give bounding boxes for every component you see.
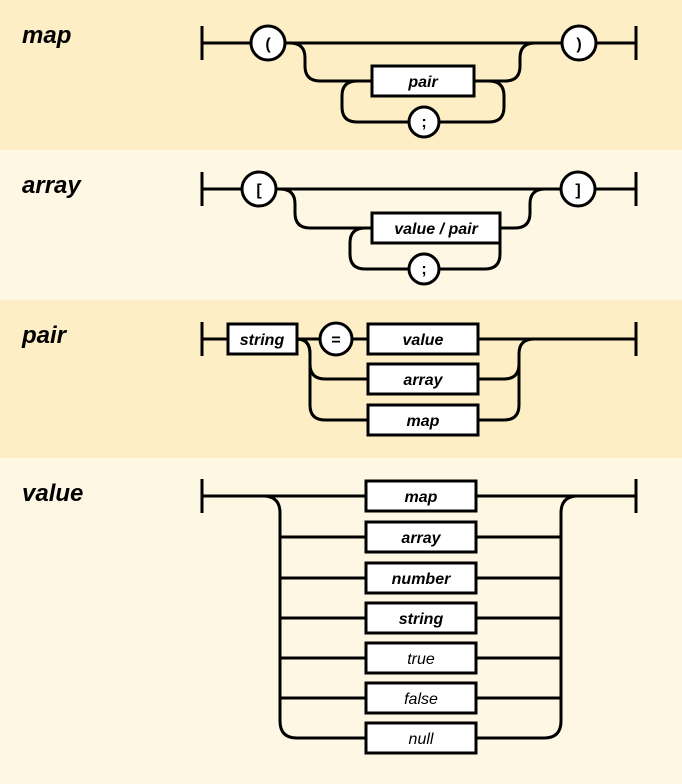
- rule-value-choice-label: array: [401, 530, 441, 547]
- rule-value-choice-false: false: [364, 681, 478, 715]
- rule-array-close-label: ]: [575, 182, 580, 199]
- rule-array-open-label: [: [256, 182, 262, 199]
- rule-value-choice-label: true: [407, 651, 435, 668]
- rule-pair-equals-terminal: =: [318, 321, 354, 357]
- rule-pair-key-label: string: [240, 332, 285, 349]
- rule-pair-panel: pair string =: [0, 300, 682, 458]
- rule-map-close-label: ): [576, 36, 581, 53]
- rule-title-array: array: [22, 172, 81, 199]
- rule-array-panel: array [ ] valu: [0, 150, 682, 300]
- rule-array-open-terminal: [: [240, 170, 278, 208]
- rule-pair-key-box: string: [226, 322, 299, 356]
- rule-pair-choice-array: array: [366, 362, 480, 396]
- rule-map-item-box: pair: [370, 64, 476, 98]
- rule-map-close-terminal: ): [560, 24, 598, 62]
- rule-map-panel: map ( ) pair: [0, 0, 682, 150]
- rule-title-pair: pair: [22, 322, 67, 349]
- rule-array-close-terminal: ]: [559, 170, 597, 208]
- rule-array-separator-label: ;: [421, 261, 426, 278]
- rule-map-diagram: ( ) pair ;: [200, 24, 638, 139]
- rule-title-value: value: [22, 480, 84, 507]
- rule-pair-choice-map: map: [366, 403, 480, 437]
- rule-map-separator-terminal: ;: [407, 105, 441, 139]
- rule-pair-tracks: [200, 322, 638, 422]
- rule-value-choice-array: array: [364, 520, 478, 554]
- rule-map-tracks: [200, 26, 638, 124]
- rule-pair-choice-value: value: [366, 322, 480, 356]
- rule-map-item-label: pair: [407, 74, 438, 91]
- rule-value-choice-number: number: [364, 561, 478, 595]
- rule-pair-equals-label: =: [331, 332, 340, 349]
- rule-value-choice-label: map: [405, 489, 438, 506]
- rule-array-separator-terminal: ;: [407, 252, 441, 286]
- rule-pair-choice-array-label: array: [403, 372, 443, 389]
- rule-value-choice-label: null: [409, 731, 434, 748]
- rule-array-item-box: value / pair: [370, 211, 502, 245]
- rule-map-separator-label: ;: [421, 114, 426, 131]
- rule-value-choice-map: map: [364, 479, 478, 513]
- rule-value-tracks: [200, 479, 638, 740]
- rule-value-choice-label: string: [399, 611, 444, 628]
- rule-pair-choice-map-label: map: [407, 413, 440, 430]
- rule-value-choice-string: string: [364, 601, 478, 635]
- rule-array-item-label: value / pair: [394, 221, 478, 238]
- rule-array-diagram: [ ] value / pair ;: [200, 170, 638, 286]
- rule-value-choice-null: null: [364, 721, 478, 755]
- rule-value-choice-label: number: [392, 571, 451, 588]
- rule-value-choice-true: true: [364, 641, 478, 675]
- rule-value-choices: map array number string true false null: [364, 479, 478, 755]
- rule-map-open-label: (: [265, 36, 271, 53]
- rule-pair-choice-value-label: value: [403, 332, 444, 349]
- rule-pair-diagram: string = value array map: [200, 321, 638, 437]
- rule-value-diagram: map array number string true false null: [200, 479, 638, 755]
- rule-map-open-terminal: (: [249, 24, 287, 62]
- rule-value-choice-label: false: [404, 691, 438, 708]
- rule-title-map: map: [22, 22, 72, 49]
